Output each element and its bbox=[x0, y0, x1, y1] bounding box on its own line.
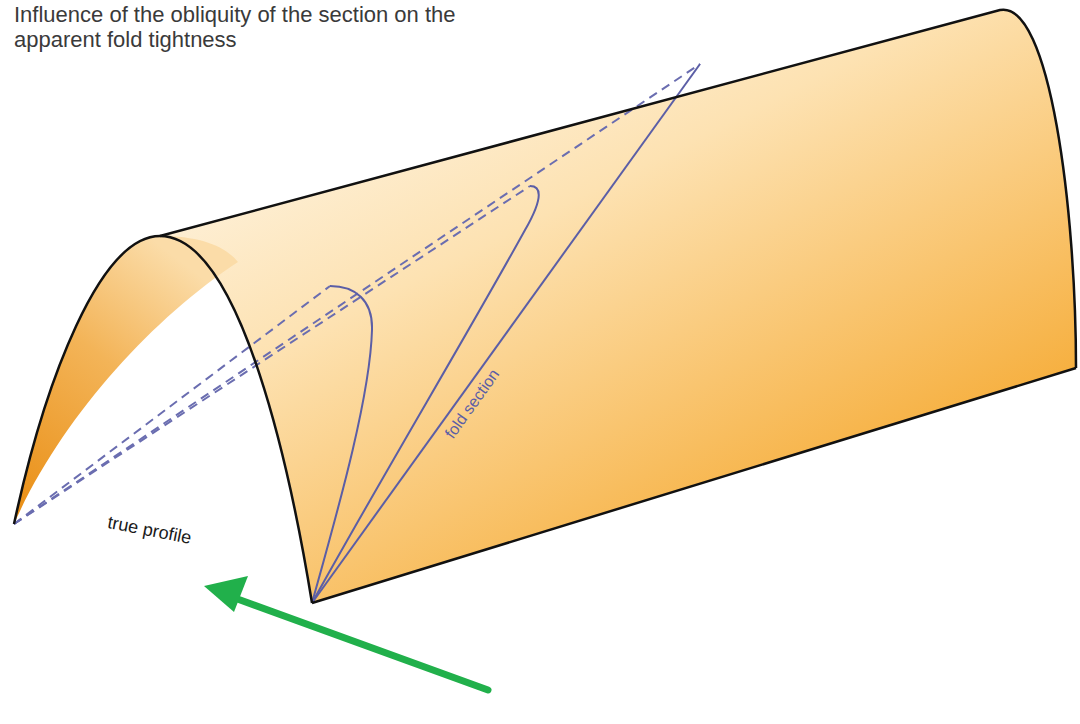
diagram-title: Influence of the obliquity of the sectio… bbox=[14, 2, 459, 52]
pointer-arrow bbox=[204, 576, 488, 690]
profile-label: true profile bbox=[106, 512, 193, 548]
section-traces bbox=[312, 64, 700, 603]
fold-interior bbox=[14, 236, 238, 524]
fold-surface bbox=[160, 10, 1076, 603]
fold-outline bbox=[14, 10, 1076, 603]
